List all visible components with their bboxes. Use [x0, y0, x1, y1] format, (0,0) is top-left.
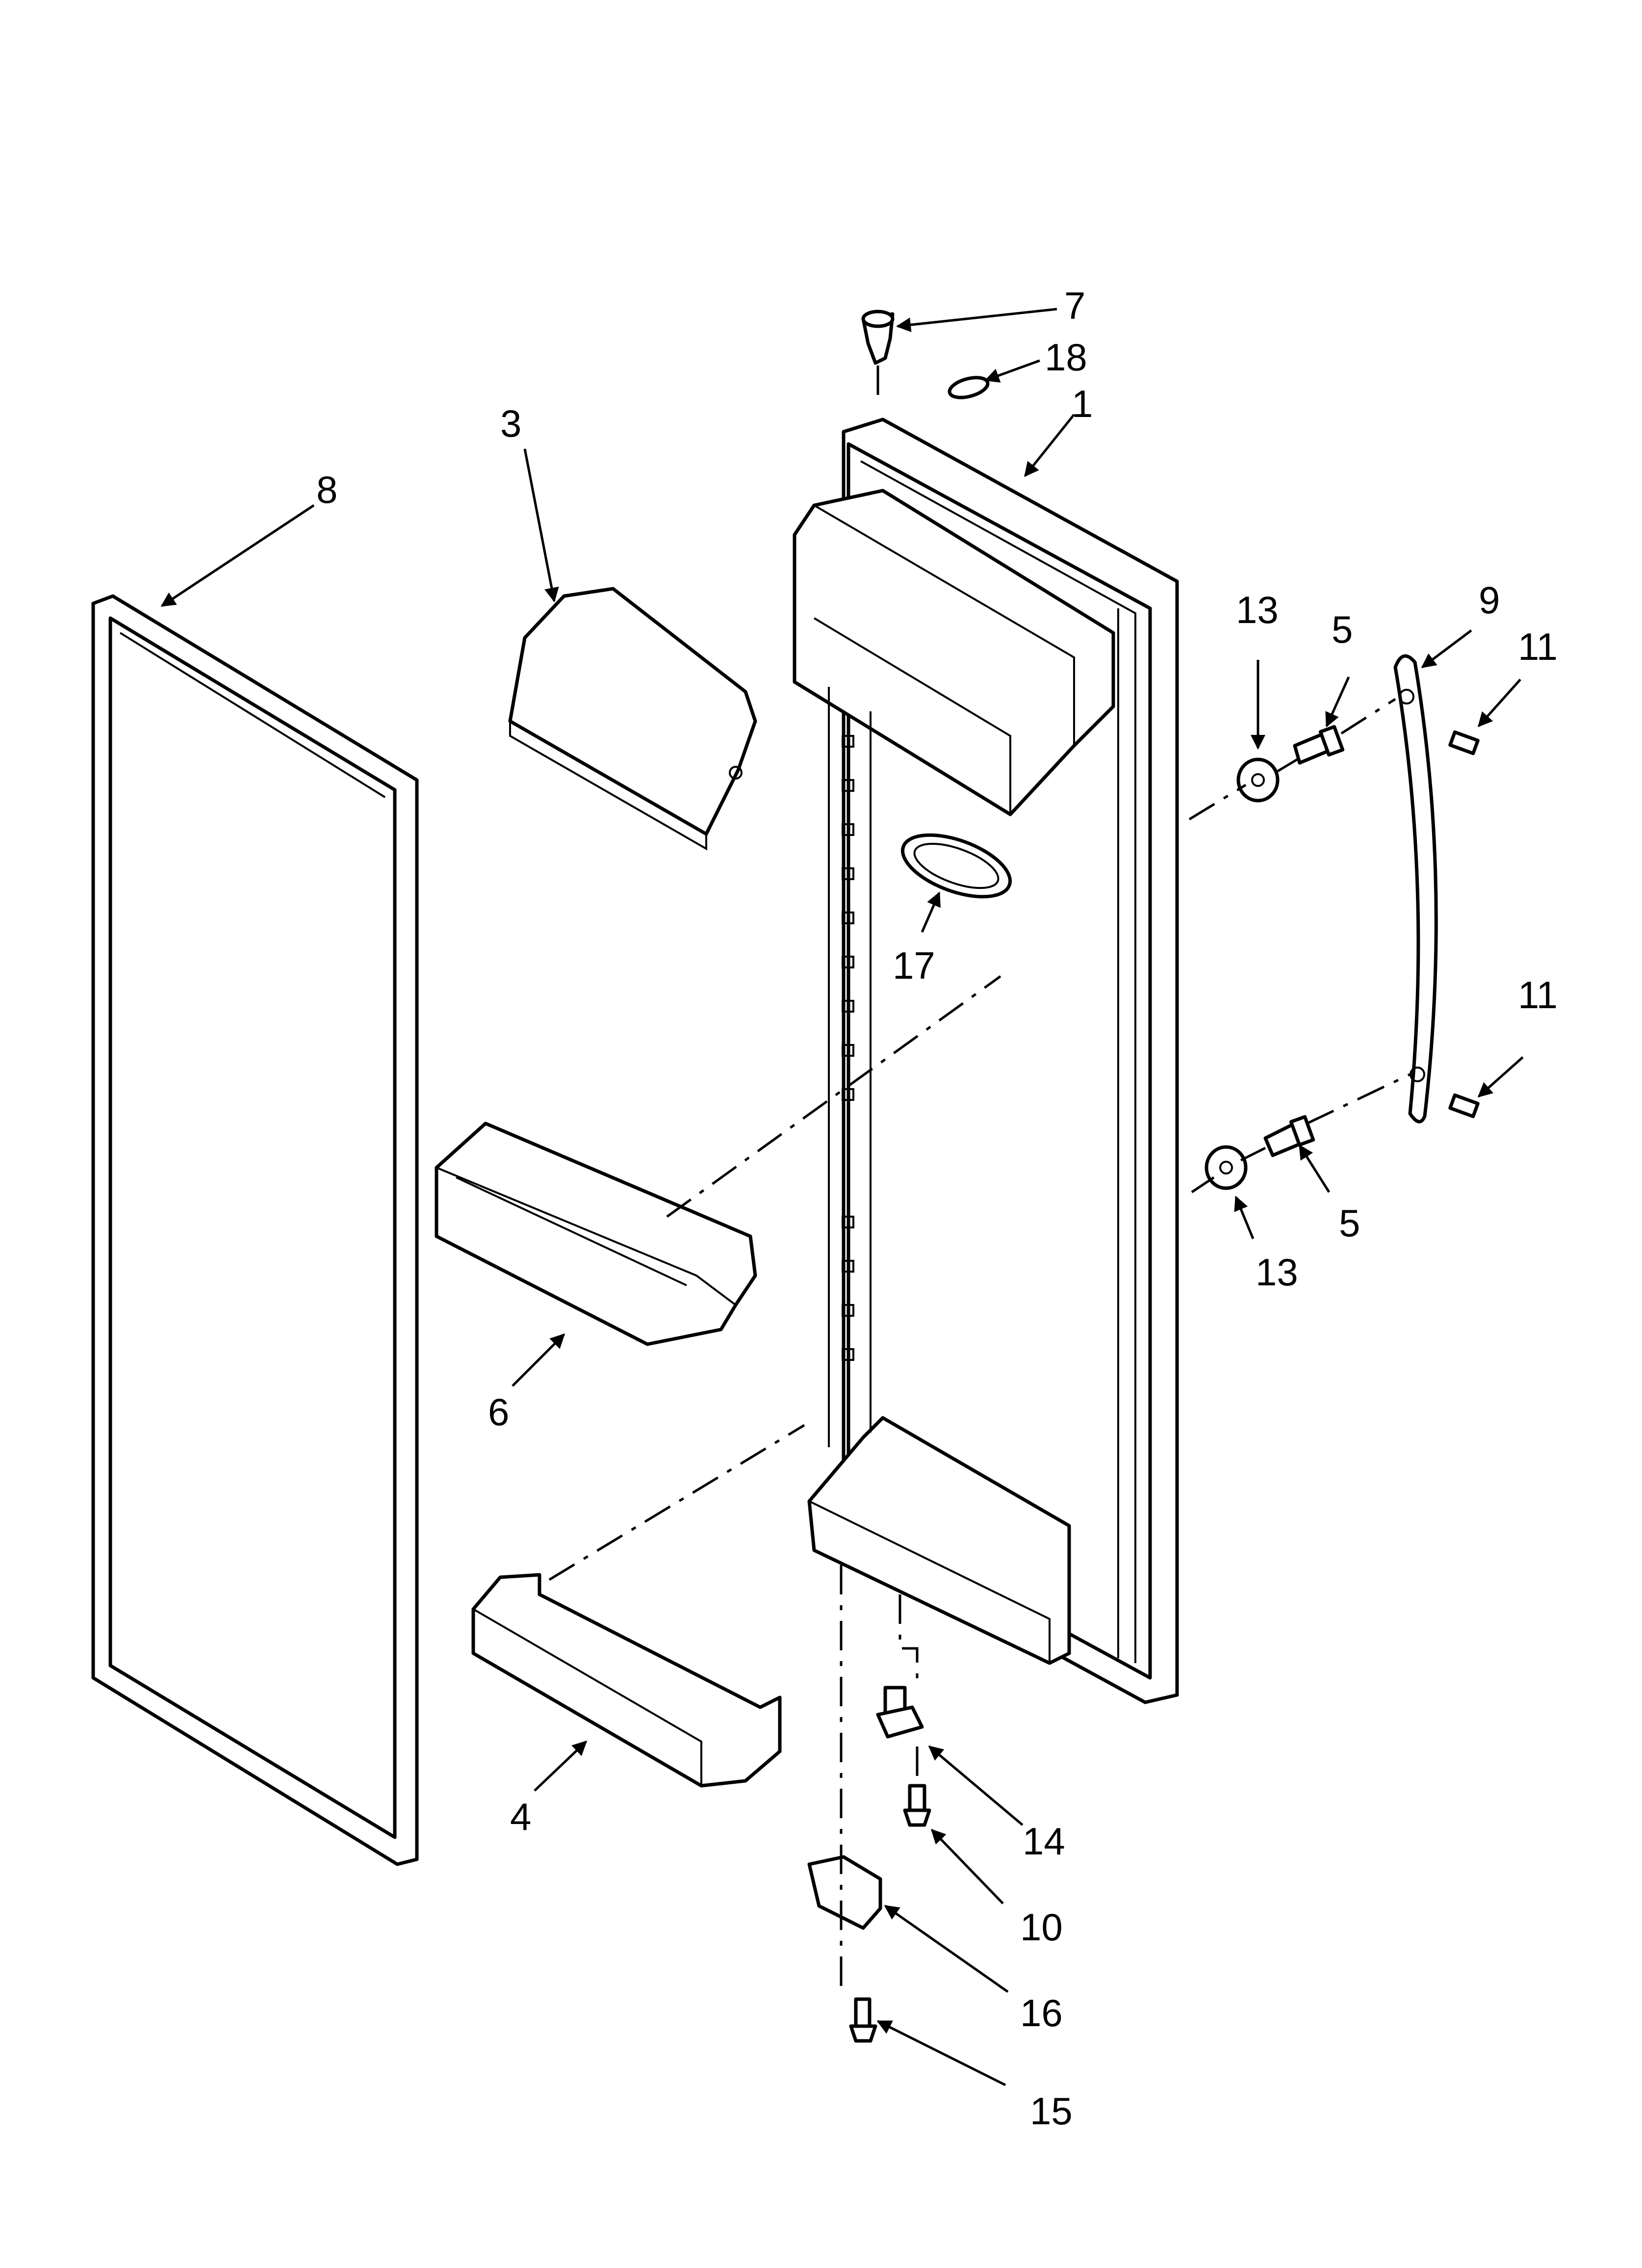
handle-screw-lower: [1263, 1115, 1315, 1157]
set-screw-upper: [1448, 730, 1480, 756]
callout-10: 10: [1020, 1905, 1063, 1949]
washer: [948, 376, 990, 399]
handle-screw-upper: [1293, 725, 1345, 765]
callout-18: 18: [1045, 336, 1087, 379]
bin-guide-line: [666, 975, 1001, 1218]
shelf-retainer-bar: [471, 1573, 782, 1788]
liner-pegs: [842, 735, 854, 1361]
callout-15: 15: [1030, 2089, 1073, 2133]
callout-11-upper: 11: [1518, 625, 1558, 668]
door-bin: [435, 1121, 757, 1346]
handle-spacer-upper: [1236, 757, 1280, 803]
leader-lines: [160, 308, 1524, 2086]
callout-8: 8: [316, 468, 337, 511]
bar-guide-line: [548, 1424, 805, 1581]
dairy-cover: [508, 587, 757, 851]
callout-11-lower: 11: [1518, 973, 1558, 1017]
hinge-plate-screw: [849, 1997, 877, 2043]
callout-1: 1: [1072, 382, 1093, 425]
hinge-bushing: [876, 1686, 924, 1739]
top-plunger: [861, 310, 895, 365]
callout-17: 17: [893, 944, 935, 987]
handle-guide-lower: [1191, 1073, 1411, 1194]
callout-4: 4: [510, 1795, 531, 1838]
callout-7: 7: [1064, 284, 1085, 327]
callout-3: 3: [500, 402, 521, 445]
hinge-screw: [903, 1784, 931, 1827]
set-screw-lower: [1448, 1093, 1480, 1119]
handle-spacer-lower: [1205, 1145, 1248, 1190]
door-handle: [1393, 654, 1438, 1123]
oval-badge: [900, 833, 1012, 899]
callout-13-upper: 13: [1236, 588, 1279, 631]
door-liner: [793, 417, 1179, 1704]
callout-16: 16: [1020, 1991, 1063, 2034]
callout-14: 14: [1023, 1820, 1065, 1863]
hinge-guide-right: [898, 1594, 919, 1688]
callout-5-upper: 5: [1332, 608, 1353, 651]
hinge-plate: [807, 1855, 882, 1930]
callout-5-lower: 5: [1339, 1201, 1360, 1245]
door-gasket: [91, 594, 419, 1866]
callout-9: 9: [1479, 578, 1500, 622]
callout-13-lower: 13: [1256, 1251, 1298, 1294]
callout-6: 6: [488, 1390, 509, 1434]
handle-guide-upper: [1188, 698, 1396, 821]
